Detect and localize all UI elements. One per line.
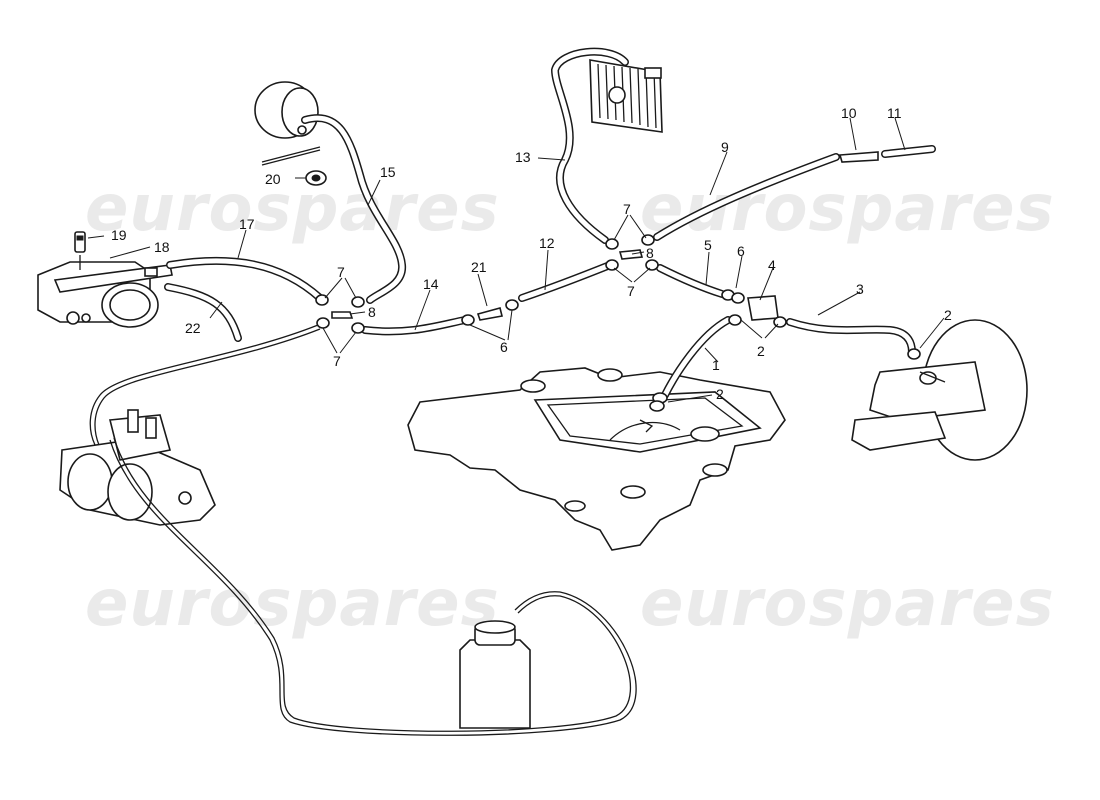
callouts: 1 2 2 2 3 4 5 6 6 7 7 7 7 8 8 9 10 11 12… <box>111 105 952 402</box>
callout-14: 14 <box>423 276 439 292</box>
watermark: eurospares <box>85 172 500 246</box>
callout-1: 1 <box>712 357 720 373</box>
heat-sink <box>589 59 663 133</box>
callout-5: 5 <box>704 237 712 253</box>
servo-unit <box>851 319 1028 461</box>
vent-plug <box>74 231 86 253</box>
callout-17: 17 <box>239 216 255 232</box>
throttle-body <box>59 409 216 526</box>
callout-8: 8 <box>368 304 376 320</box>
watermark: eurospares <box>640 567 1055 641</box>
callout-6: 6 <box>737 243 745 259</box>
callout-10: 10 <box>841 105 857 121</box>
callout-2: 2 <box>944 307 952 323</box>
intake-manifold <box>407 367 786 551</box>
vacuum-capsule <box>254 81 321 166</box>
hoses <box>89 47 936 736</box>
callout-11: 11 <box>887 105 902 121</box>
watermarks: eurospares eurospares eurospares eurospa… <box>85 172 1055 641</box>
hose-clips <box>315 151 921 412</box>
callout-2: 2 <box>716 386 724 402</box>
grommet-hole <box>311 174 321 182</box>
callout-3: 3 <box>856 281 864 297</box>
watermark: eurospares <box>85 567 500 641</box>
callout-7: 7 <box>333 353 341 369</box>
callout-15: 15 <box>380 164 396 180</box>
callout-20: 20 <box>265 171 281 187</box>
callout-6: 6 <box>500 339 508 355</box>
callout-21: 21 <box>471 259 487 275</box>
callout-7: 7 <box>623 201 631 217</box>
callout-18: 18 <box>154 239 170 255</box>
callout-19: 19 <box>111 227 127 243</box>
callout-7: 7 <box>627 283 635 299</box>
callout-4: 4 <box>768 257 776 273</box>
solenoid-valve <box>37 255 173 328</box>
callout-9: 9 <box>721 139 729 155</box>
reservoir <box>459 620 531 729</box>
callout-13: 13 <box>515 149 531 165</box>
callout-12: 12 <box>539 235 555 251</box>
callout-2: 2 <box>757 343 765 359</box>
leader-lines <box>87 117 945 403</box>
callout-7: 7 <box>337 264 345 280</box>
callout-22: 22 <box>185 320 201 336</box>
callout-8: 8 <box>646 245 654 261</box>
